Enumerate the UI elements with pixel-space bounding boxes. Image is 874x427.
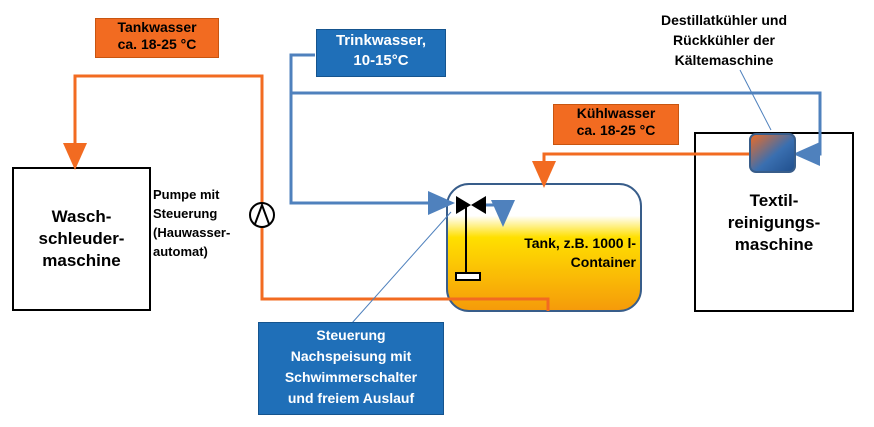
valve-icon (456, 196, 486, 274)
textil-label: Textil- reinigungs- maschine (727, 191, 821, 254)
destillat-label: Destillatkühler und Rückkühler der Kälte… (660, 12, 788, 68)
float-switch-icon (455, 272, 481, 281)
wasch-machine-box (12, 167, 151, 311)
pump-icon (249, 202, 275, 228)
pumpe-label: Pumpe mit Steuerung (Hauwasser- automat) (153, 187, 231, 259)
tankwasser-label: Tankwasser ca. 18-25 °C (95, 18, 219, 58)
destillat-pointer (739, 69, 772, 131)
kuehlwasser-label: Kühlwasser ca. 18-25 °C (553, 104, 679, 145)
steuerung-pointer (351, 211, 452, 324)
trinkwasser-label: Trinkwasser, 10-15°C (316, 29, 446, 77)
trinkwasser-pipe (289, 53, 455, 215)
kuehlwasser-pipe (532, 152, 750, 188)
trinkwasser-hx-pipe (291, 91, 822, 166)
steuerung-label: Steuerung Nachspeisung mit Schwimmerscha… (258, 322, 444, 415)
valve-outlet (486, 200, 515, 227)
wasch-label: Wasch- schleuder- maschine (38, 207, 125, 270)
tank-label: Tank, z.B. 1000 l- Container (524, 235, 636, 270)
heat-exchanger (749, 133, 796, 173)
tankwasser-pipe (63, 74, 550, 311)
